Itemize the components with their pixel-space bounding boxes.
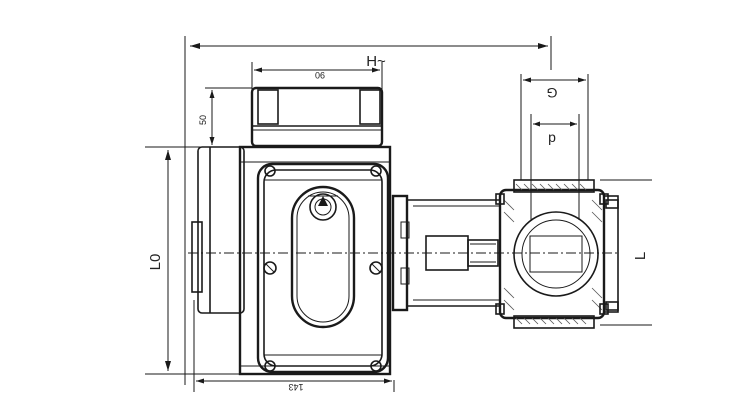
dimension-port-size: G: [520, 74, 589, 180]
cover-screw-icon: [263, 165, 383, 372]
valve-hatching: [503, 183, 603, 325]
dimension-bottom-width: 143: [193, 300, 395, 392]
dimension-top-height: 50: [198, 87, 252, 145]
dim-label-bottom-width: 143: [288, 382, 303, 392]
body-bolt-icon: [495, 193, 619, 315]
dim-label-bore: p: [548, 129, 556, 145]
ball-valve-body: [498, 179, 619, 329]
dim-label-port-size: G: [547, 85, 558, 101]
valve-stem: [425, 235, 499, 271]
top-cap: [250, 86, 384, 148]
cover-plate: [256, 162, 390, 374]
dimension-overall-height: H~: [184, 36, 552, 385]
dim-label-top-width: 90: [315, 70, 325, 80]
dimension-bore: p: [530, 114, 580, 220]
dim-label-body-length: L0: [147, 254, 164, 271]
dim-label-overall-height: H~: [366, 53, 386, 70]
dimension-valve-length: L: [600, 179, 652, 326]
position-indicator-icon: [308, 193, 338, 221]
dim-label-valve-length: L: [632, 252, 649, 260]
dimension-top-width: 90: [251, 62, 383, 140]
mounting-bracket: [391, 194, 500, 312]
dim-label-top-height: 50: [198, 115, 208, 125]
